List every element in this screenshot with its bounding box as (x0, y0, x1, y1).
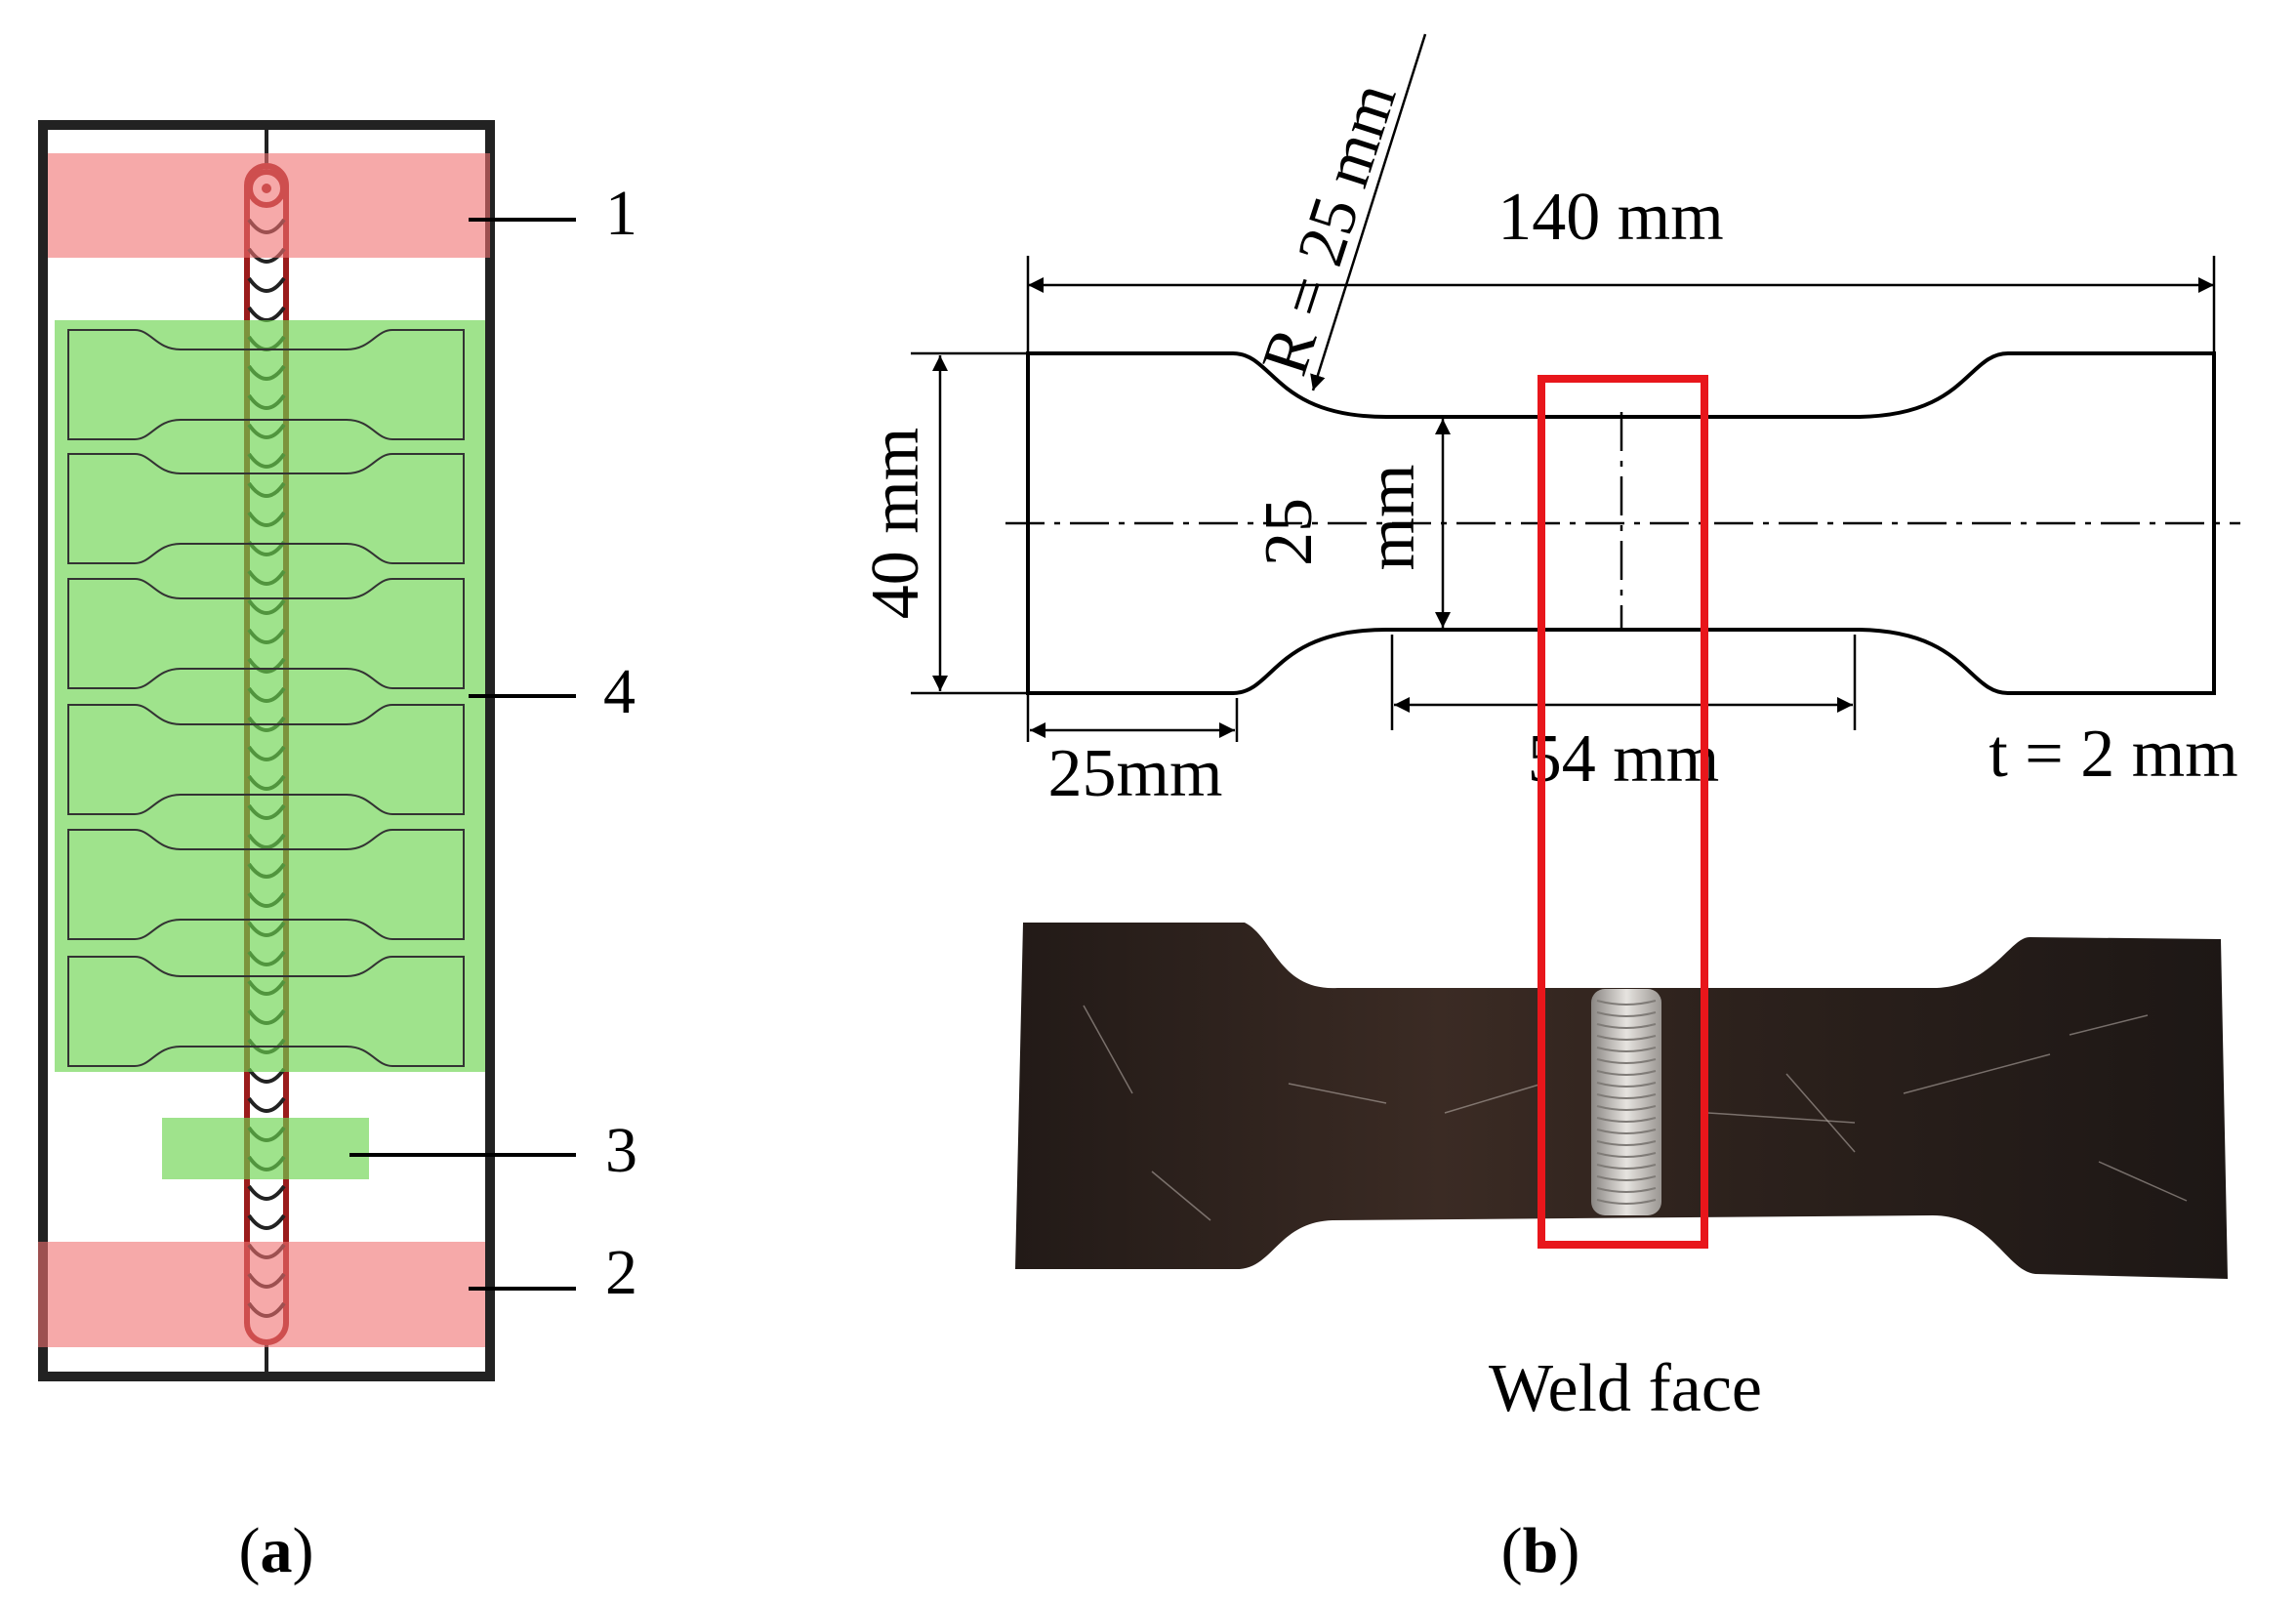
bead-ripple (1596, 1105, 1657, 1111)
weld-ripple (247, 1184, 286, 1201)
panel-a: 1 4 3 2 (a) (38, 120, 637, 1586)
weld-ripple (247, 1213, 286, 1230)
bead-ripple (1596, 1000, 1657, 1006)
weld-ripple (247, 1096, 286, 1113)
bead-ripple (1596, 1047, 1657, 1052)
caption-a: (a) (239, 1515, 314, 1586)
scratch-line (1288, 1083, 1387, 1104)
bead-ripple (1596, 1023, 1657, 1029)
scratch-line (2098, 1161, 2188, 1202)
scratch-line (1083, 1005, 1133, 1094)
small-sample-zone (162, 1118, 369, 1179)
callout-label-3: 3 (605, 1115, 637, 1186)
dim-label-gauge-length: 54 mm (1528, 721, 1719, 797)
bead-ripple (1596, 1199, 1657, 1205)
specimen-photo (1015, 923, 2228, 1279)
bead-ripple (1596, 1035, 1657, 1041)
specimen-outline (67, 829, 465, 940)
bead-ripple (1596, 1187, 1657, 1193)
specimen-outline (67, 329, 465, 440)
scratch-line (1151, 1171, 1211, 1221)
weld-region-highlight-box (1538, 375, 1708, 1249)
weld-ripple (247, 276, 286, 293)
bead-ripple (1596, 1093, 1657, 1099)
tensile-specimen-outlines (67, 329, 465, 1067)
weld-bead-photo (1591, 989, 1661, 1215)
specimen-outline (67, 578, 465, 689)
bead-ripple (1596, 1129, 1657, 1134)
callout-label-1: 1 (605, 178, 637, 249)
photo-label-weld-face: Weld face (1489, 1351, 1762, 1426)
discard-zone-bottom (38, 1242, 485, 1347)
scratch-line (1707, 1112, 1856, 1124)
dim-label-gauge-width-value: 25 (1251, 498, 1327, 566)
specimen-outline (67, 956, 465, 1067)
radius-leader (1310, 33, 1427, 391)
bead-ripple (1596, 1140, 1657, 1146)
dim-label-grip-width: 40 mm (858, 428, 933, 619)
bead-ripple (1596, 1117, 1657, 1123)
dim-label-gauge-width-unit: mm (1354, 465, 1429, 571)
surface-scratches (1083, 1005, 2188, 1221)
weld-ripple (247, 1067, 286, 1084)
dogbone-specimen-outline (1026, 351, 2216, 695)
dim-label-thickness: t = 2 mm (1988, 717, 2237, 792)
panel-b: 140 mm R = 25 mm 40 mm 25 mm 25mm 54 mm … (858, 33, 2240, 1586)
dim-label-radius: R = 25 mm (1247, 74, 1411, 384)
scratch-line (1903, 1053, 2051, 1094)
callout-label-4: 4 (603, 656, 636, 727)
bead-ripple (1596, 1152, 1657, 1158)
bead-ripple (1596, 1175, 1657, 1181)
weld-bead-ripples (1596, 1000, 1657, 1205)
callout-label-2: 2 (605, 1237, 637, 1308)
scratch-line (2069, 1014, 2149, 1036)
discard-zone-top (48, 153, 490, 258)
bead-ripple (1596, 1070, 1657, 1076)
dim-label-overall-length: 140 mm (1497, 180, 1723, 255)
scratch-line (1785, 1073, 1856, 1153)
tensile-specimen-zone (55, 320, 485, 1072)
bead-ripple (1596, 1164, 1657, 1170)
specimen-outline (67, 704, 465, 815)
scratch-line (1444, 1083, 1543, 1114)
bead-ripple (1596, 1011, 1657, 1017)
bead-ripple (1596, 1082, 1657, 1088)
dim-label-grip-length: 25mm (1048, 736, 1223, 811)
specimen-outline (67, 453, 465, 564)
bead-ripple (1596, 1058, 1657, 1064)
caption-b: (b) (1501, 1515, 1580, 1586)
